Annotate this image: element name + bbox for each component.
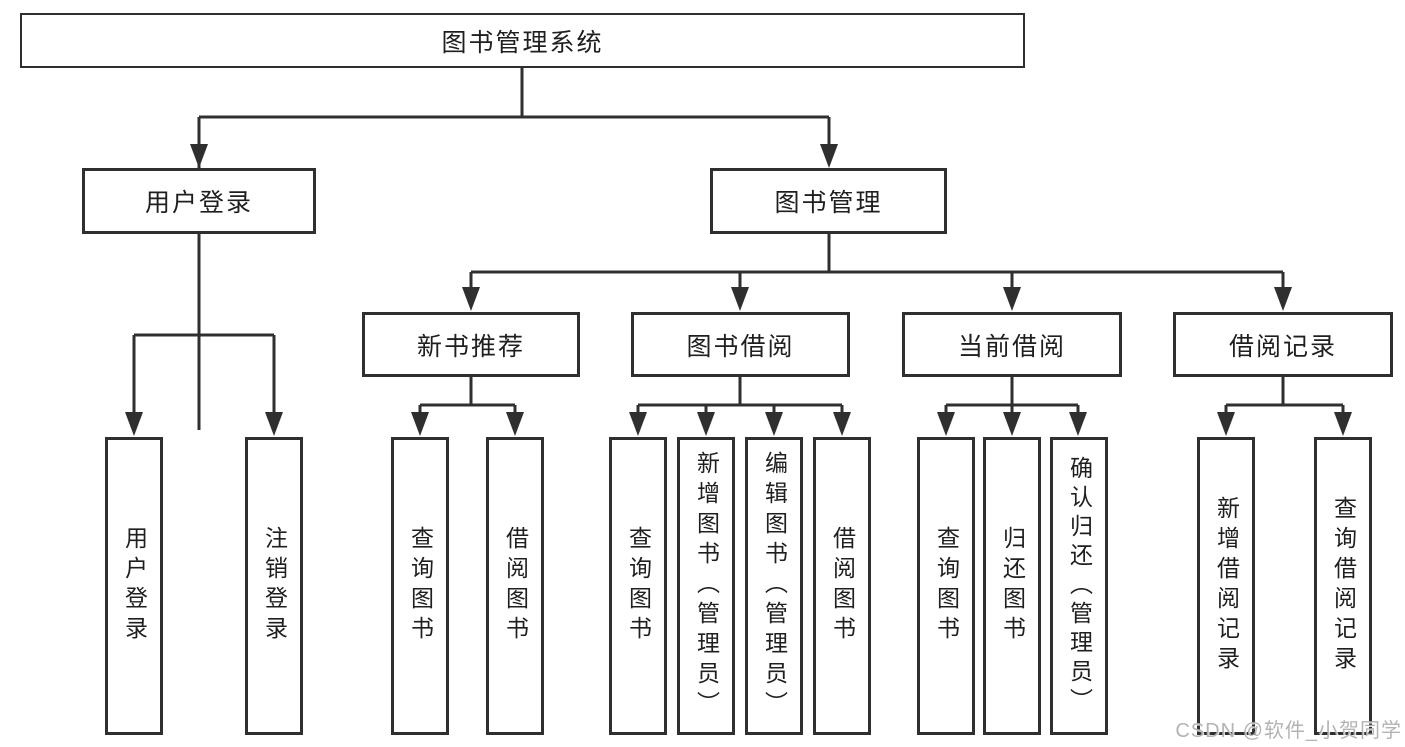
edge-borrow-records-to-leaves	[1224, 377, 1345, 430]
node-user-login-label: 用户登录	[144, 189, 253, 217]
node-book-borrow-label: 图书借阅	[686, 332, 795, 361]
csdn-watermark: CSDN @软件_小贺同学	[1175, 720, 1402, 742]
node-book-management: 图书管理	[710, 168, 947, 234]
leaf-label: 借阅图书	[829, 526, 856, 646]
node-user-login: 用户登录	[82, 168, 316, 234]
node-new-book-recommend: 新书推荐	[362, 312, 580, 377]
edge-book-borrow-to-leaves	[636, 377, 844, 430]
leaf-label: 归还图书	[999, 526, 1026, 646]
node-leaf-add-book-admin: 新增图书（管理员）	[677, 437, 735, 735]
leaf-label: 查询图书	[407, 526, 434, 646]
leaf-label: 查询图书	[625, 526, 652, 646]
node-root: 图书管理系统	[20, 13, 1025, 68]
node-book-management-label: 图书管理	[774, 189, 883, 217]
node-leaf-logout: 注销登录	[245, 437, 303, 735]
node-leaf-edit-book-admin: 编辑图书（管理员）	[745, 437, 803, 735]
leaf-label: 借阅图书	[502, 526, 529, 646]
node-leaf-query-books-recommend: 查询图书	[391, 437, 449, 735]
node-new-book-recommend-label: 新书推荐	[416, 332, 525, 361]
node-book-borrow: 图书借阅	[631, 312, 850, 377]
leaf-label: 查询借阅记录	[1330, 496, 1357, 676]
node-leaf-confirm-return-admin: 确认归还（管理员）	[1050, 437, 1108, 735]
node-root-label: 图书管理系统	[441, 28, 604, 57]
node-borrow-records: 借阅记录	[1173, 312, 1393, 377]
node-borrow-records-label: 借阅记录	[1228, 332, 1337, 361]
arrowheads	[125, 144, 1352, 436]
leaf-label: 新增图书（管理员）	[693, 451, 720, 721]
node-leaf-return-book: 归还图书	[983, 437, 1041, 735]
node-leaf-add-borrow-record: 新增借阅记录	[1197, 437, 1255, 735]
node-leaf-borrow-books: 借阅图书	[813, 437, 871, 735]
edge-user-login-to-leaves	[132, 234, 276, 430]
leaf-label: 编辑图书（管理员）	[761, 451, 788, 721]
leaf-label: 查询图书	[933, 526, 960, 646]
edge-root-to-level2	[197, 68, 831, 430]
node-leaf-query-borrow-record: 查询借阅记录	[1314, 437, 1372, 735]
node-leaf-user-login: 用户登录	[105, 437, 163, 735]
node-leaf-query-books-borrow: 查询图书	[609, 437, 667, 735]
node-leaf-borrow-books-recommend: 借阅图书	[486, 437, 544, 735]
node-leaf-query-books-current: 查询图书	[917, 437, 975, 735]
leaf-label: 确认归还（管理员）	[1066, 455, 1093, 717]
node-current-borrow-label: 当前借阅	[957, 332, 1066, 361]
edge-book-mgmt-to-level3	[469, 234, 1285, 305]
leaf-label: 新增借阅记录	[1213, 496, 1240, 676]
leaf-label: 注销登录	[261, 526, 288, 646]
edge-new-book-to-leaves	[418, 377, 517, 430]
node-current-borrow: 当前借阅	[902, 312, 1122, 377]
leaf-label: 用户登录	[121, 526, 148, 646]
